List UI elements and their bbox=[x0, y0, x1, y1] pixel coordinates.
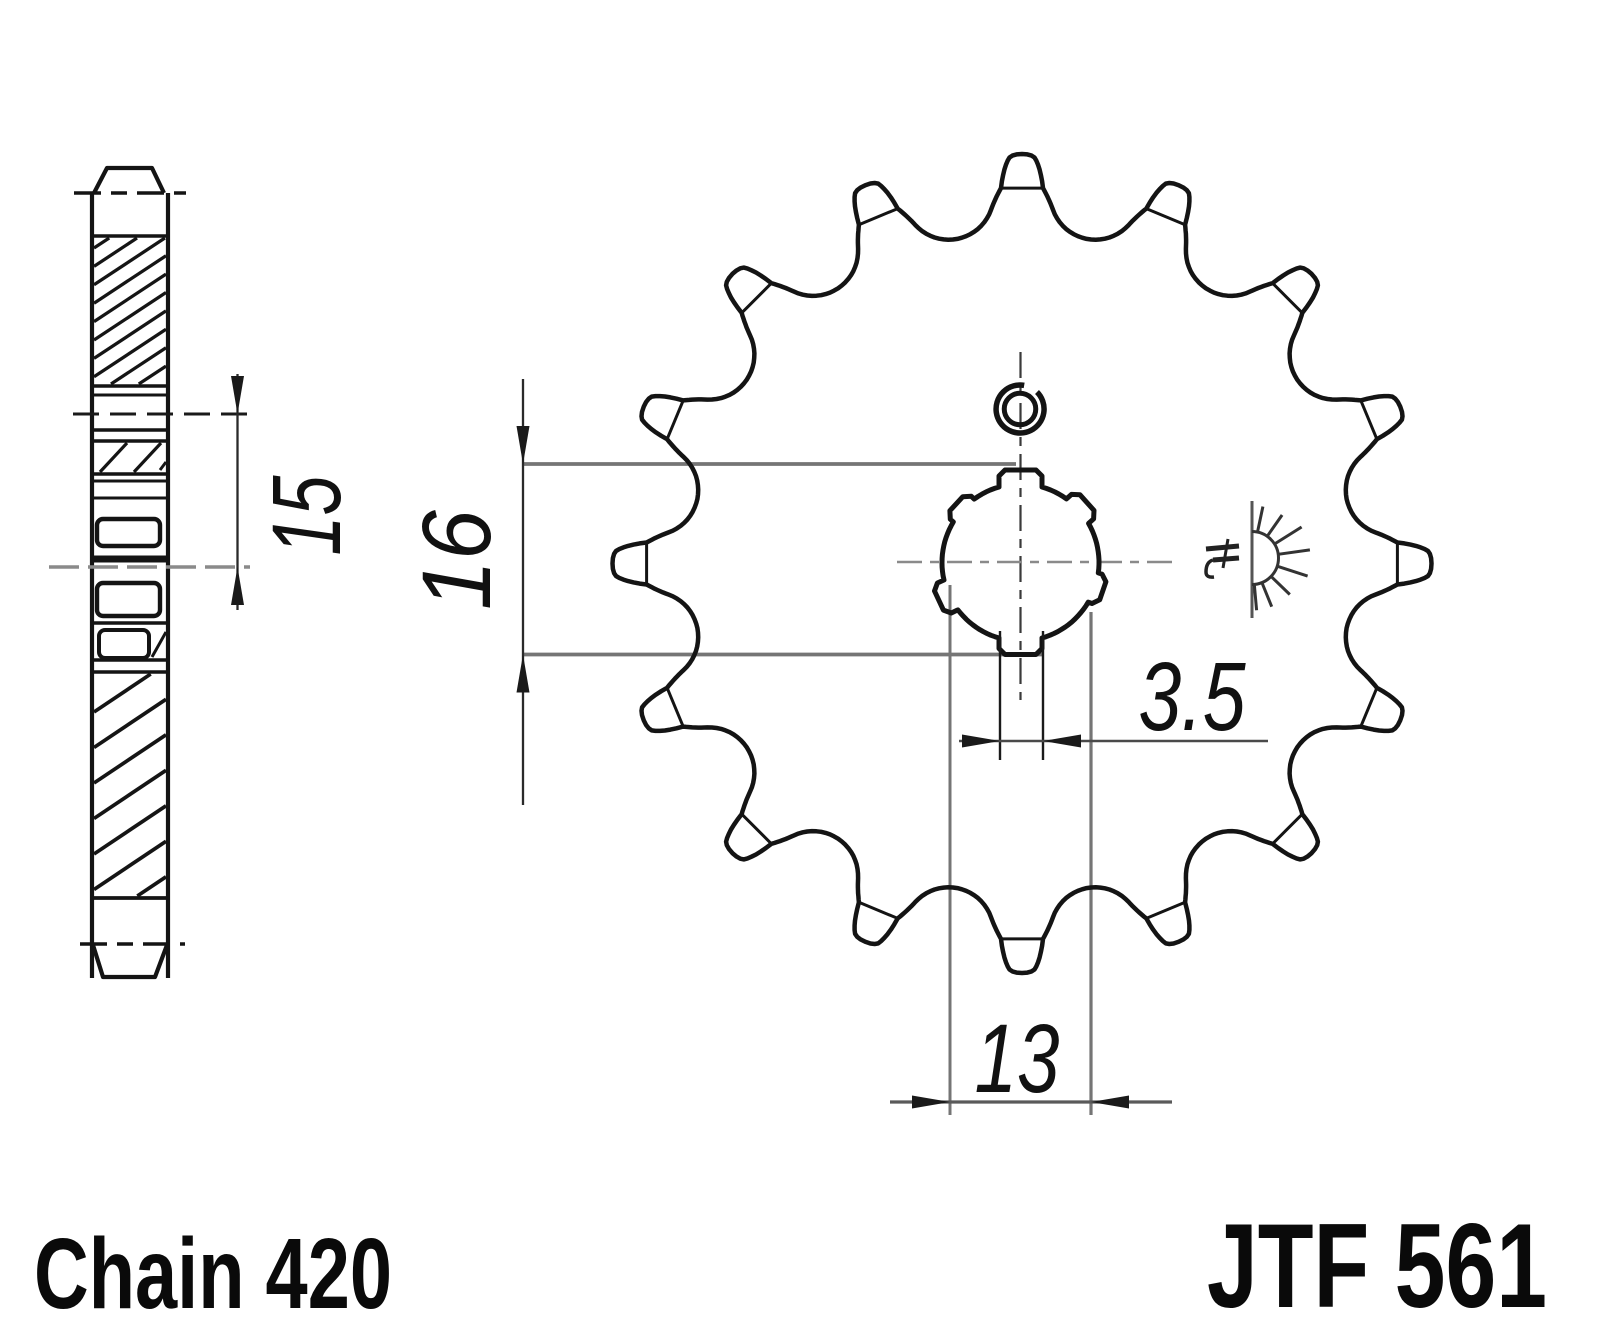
svg-text:15: 15 bbox=[252, 475, 361, 556]
svg-text:16: 16 bbox=[402, 510, 511, 610]
svg-text:JTF 561: JTF 561 bbox=[1207, 1199, 1547, 1332]
svg-text:13: 13 bbox=[975, 1004, 1060, 1113]
svg-text:3.5: 3.5 bbox=[1139, 642, 1247, 751]
svg-text:Chain 420: Chain 420 bbox=[34, 1218, 392, 1330]
